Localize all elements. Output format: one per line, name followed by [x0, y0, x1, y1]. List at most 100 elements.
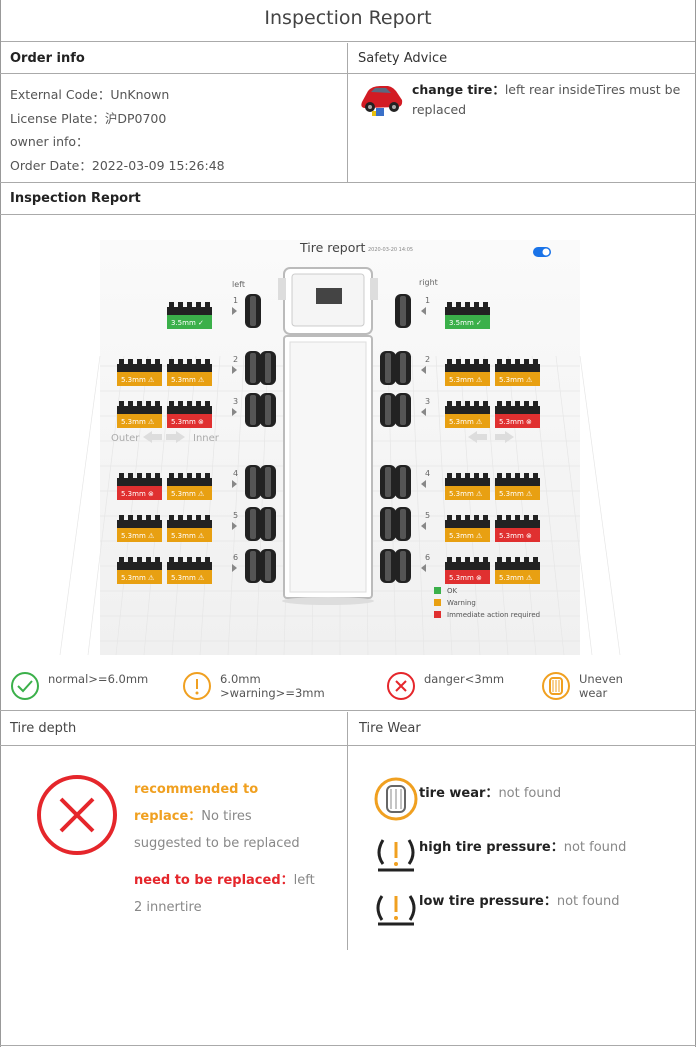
axle-6-left-wheel-inner	[260, 549, 276, 583]
external-code: External Code：UnKnown	[10, 87, 170, 102]
axle-6-right-inner-depth: 5.3mm ⊗	[445, 557, 490, 584]
axle-4-right-wheel-inner	[380, 465, 396, 499]
inspection-report-heading: Inspection Report	[0, 183, 696, 215]
svg-text:5.3mm ⚠: 5.3mm ⚠	[121, 376, 155, 384]
axle-2-left-inner-depth: 5.3mm ⚠	[167, 359, 212, 386]
depth-wear-body: recommended to replace：No tires suggeste…	[0, 746, 696, 946]
bottom-border	[0, 1045, 696, 1046]
svg-text:5.3mm ⚠: 5.3mm ⚠	[449, 532, 483, 540]
tire-wear-heading: Tire Wear	[359, 721, 421, 736]
legend-warning-line2: >warning>=3mm	[220, 686, 325, 700]
svg-text:5.3mm ⊗: 5.3mm ⊗	[121, 490, 154, 498]
axle-6-right-wheel-outer	[395, 549, 411, 583]
svg-text:5.3mm ⊗: 5.3mm ⊗	[499, 532, 532, 540]
left-side-label: left	[232, 280, 245, 289]
axle-4-left-wheel-outer	[245, 465, 261, 499]
license-plate: License Plate：沪DP0700	[10, 110, 167, 126]
axle-2-right-inner-depth: 5.3mm ⚠	[445, 359, 490, 386]
tire-report-diagram: Tire report 2020-03-20 14:05 left right …	[0, 216, 696, 661]
axle-1-left-wheel	[245, 294, 261, 328]
svg-text:5.3mm ⚠: 5.3mm ⚠	[121, 532, 155, 540]
svg-text:3.5mm ✓: 3.5mm ✓	[449, 319, 482, 327]
axle-2-left-wheel-outer	[245, 351, 261, 385]
legend-normal-text: normal>=6.0mm	[48, 672, 149, 686]
axle-6-right-outer-depth: 5.3mm ⚠	[495, 557, 540, 584]
high-pressure-value: not found	[563, 840, 627, 855]
axle-4-right-number: 4	[425, 469, 430, 478]
svg-text:5.3mm ⊗: 5.3mm ⊗	[499, 418, 532, 426]
safety-advice-detail: left rear insideTires must be replaced	[412, 82, 681, 117]
axle-3-right-number: 3	[425, 397, 430, 406]
uneven-wear-icon	[542, 672, 570, 700]
legend-danger-text: danger<3mm	[424, 672, 505, 686]
axle-4-right-inner-depth: 5.3mm ⚠	[445, 473, 490, 500]
outer-label: Outer	[111, 433, 140, 444]
svg-text:5.3mm ⚠: 5.3mm ⚠	[121, 418, 155, 426]
axle-4-right-arrow	[421, 480, 426, 488]
tire-report-date: 2020-03-20 14:05	[368, 247, 413, 253]
axle-6-left-wheel-outer	[245, 549, 261, 583]
axle-4-left-arrow	[232, 480, 237, 488]
order-info-body: External Code：UnKnown License Plate：沪DP0…	[0, 74, 347, 177]
order-info-panel: Order info External Code：UnKnown License…	[0, 43, 348, 183]
svg-text:5.3mm ⚠: 5.3mm ⚠	[449, 490, 483, 498]
axle-2-left-arrow	[232, 366, 237, 374]
column-divider	[347, 712, 348, 950]
color-legend: OK Warning Immediate action required	[434, 587, 540, 619]
order-info-heading: Order info	[0, 43, 347, 74]
axle-5-right-inner-depth: 5.3mm ⚠	[445, 515, 490, 542]
svg-text:5.3mm ⚠: 5.3mm ⚠	[121, 574, 155, 582]
tire-depth-text: recommended to replace：No tires suggeste…	[134, 776, 334, 921]
recommended-label-line2: replace：	[134, 809, 202, 824]
legend-danger: danger<3mm	[386, 671, 504, 704]
axle-5-left-number: 5	[233, 511, 238, 520]
tire-report-svg: Tire report 2020-03-20 14:05 left right …	[59, 240, 621, 656]
inner-label: Inner	[193, 433, 220, 444]
axle-4-left-inner-depth: 5.3mm ⚠	[167, 473, 212, 500]
replace-x-icon	[37, 775, 117, 855]
axle-1-right-arrow	[421, 307, 426, 315]
legend-warning: 6.0mm>warning>=3mm	[182, 671, 325, 704]
axle-2-right-number: 2	[425, 355, 430, 364]
axle-6-left-inner-depth: 5.3mm ⚠	[167, 557, 212, 584]
axle-4-left-number: 4	[233, 469, 238, 478]
axle-5-right-outer-depth: 5.3mm ⊗	[495, 515, 540, 542]
legend-uneven-line1: Uneven	[579, 672, 623, 686]
depth-legend: normal>=6.0mm 6.0mm>warning>=3mm danger<…	[0, 661, 696, 711]
low-pressure-value: not found	[556, 894, 620, 909]
check-circle-icon	[11, 672, 39, 700]
axle-2-left-wheel-inner	[260, 351, 276, 385]
tire-wear-label: tire wear：	[419, 786, 499, 801]
axle-2-left-number: 2	[233, 355, 238, 364]
svg-text:5.3mm ⚠: 5.3mm ⚠	[449, 376, 483, 384]
axle-3-left-wheel-outer	[245, 393, 261, 427]
axle-5-left-inner-depth: 5.3mm ⚠	[167, 515, 212, 542]
toggle-switch[interactable]	[533, 247, 551, 257]
axle-3-right-arrow	[421, 408, 426, 416]
axle-5-right-wheel-outer	[395, 507, 411, 541]
axle-3-left-arrow	[232, 408, 237, 416]
recommended-text-line2: suggested to be replaced	[134, 836, 300, 851]
warning-circle-icon	[183, 672, 211, 700]
x-circle-icon	[387, 672, 415, 700]
axle-4-right-outer-depth: 5.3mm ⚠	[495, 473, 540, 500]
legend-ok-swatch	[434, 587, 441, 594]
svg-text:5.3mm ⚠: 5.3mm ⚠	[449, 418, 483, 426]
axle-6-right-number: 6	[425, 553, 430, 562]
axle-6-right-wheel-inner	[380, 549, 396, 583]
recommended-text-line1: No tires	[201, 809, 252, 824]
axle-1-left-number: 1	[233, 296, 238, 305]
page-title: Inspection Report	[1, 0, 695, 42]
axle-5-left-outer-depth: 5.3mm ⚠	[117, 515, 162, 542]
svg-text:5.3mm ⚠: 5.3mm ⚠	[171, 574, 205, 582]
low-pressure-icon	[376, 895, 416, 926]
safety-advice-panel: Safety Advice change tire：left rear insi…	[348, 43, 696, 183]
axle-5-left-wheel-outer	[245, 507, 261, 541]
svg-text:5.3mm ⚠: 5.3mm ⚠	[499, 376, 533, 384]
axle-1-right-number: 1	[425, 296, 430, 305]
tire-wear-value: not found	[498, 786, 562, 801]
svg-text:5.3mm ⚠: 5.3mm ⚠	[171, 376, 205, 384]
axle-4-left-wheel-inner	[260, 465, 276, 499]
axle-3-left-wheel-inner	[260, 393, 276, 427]
